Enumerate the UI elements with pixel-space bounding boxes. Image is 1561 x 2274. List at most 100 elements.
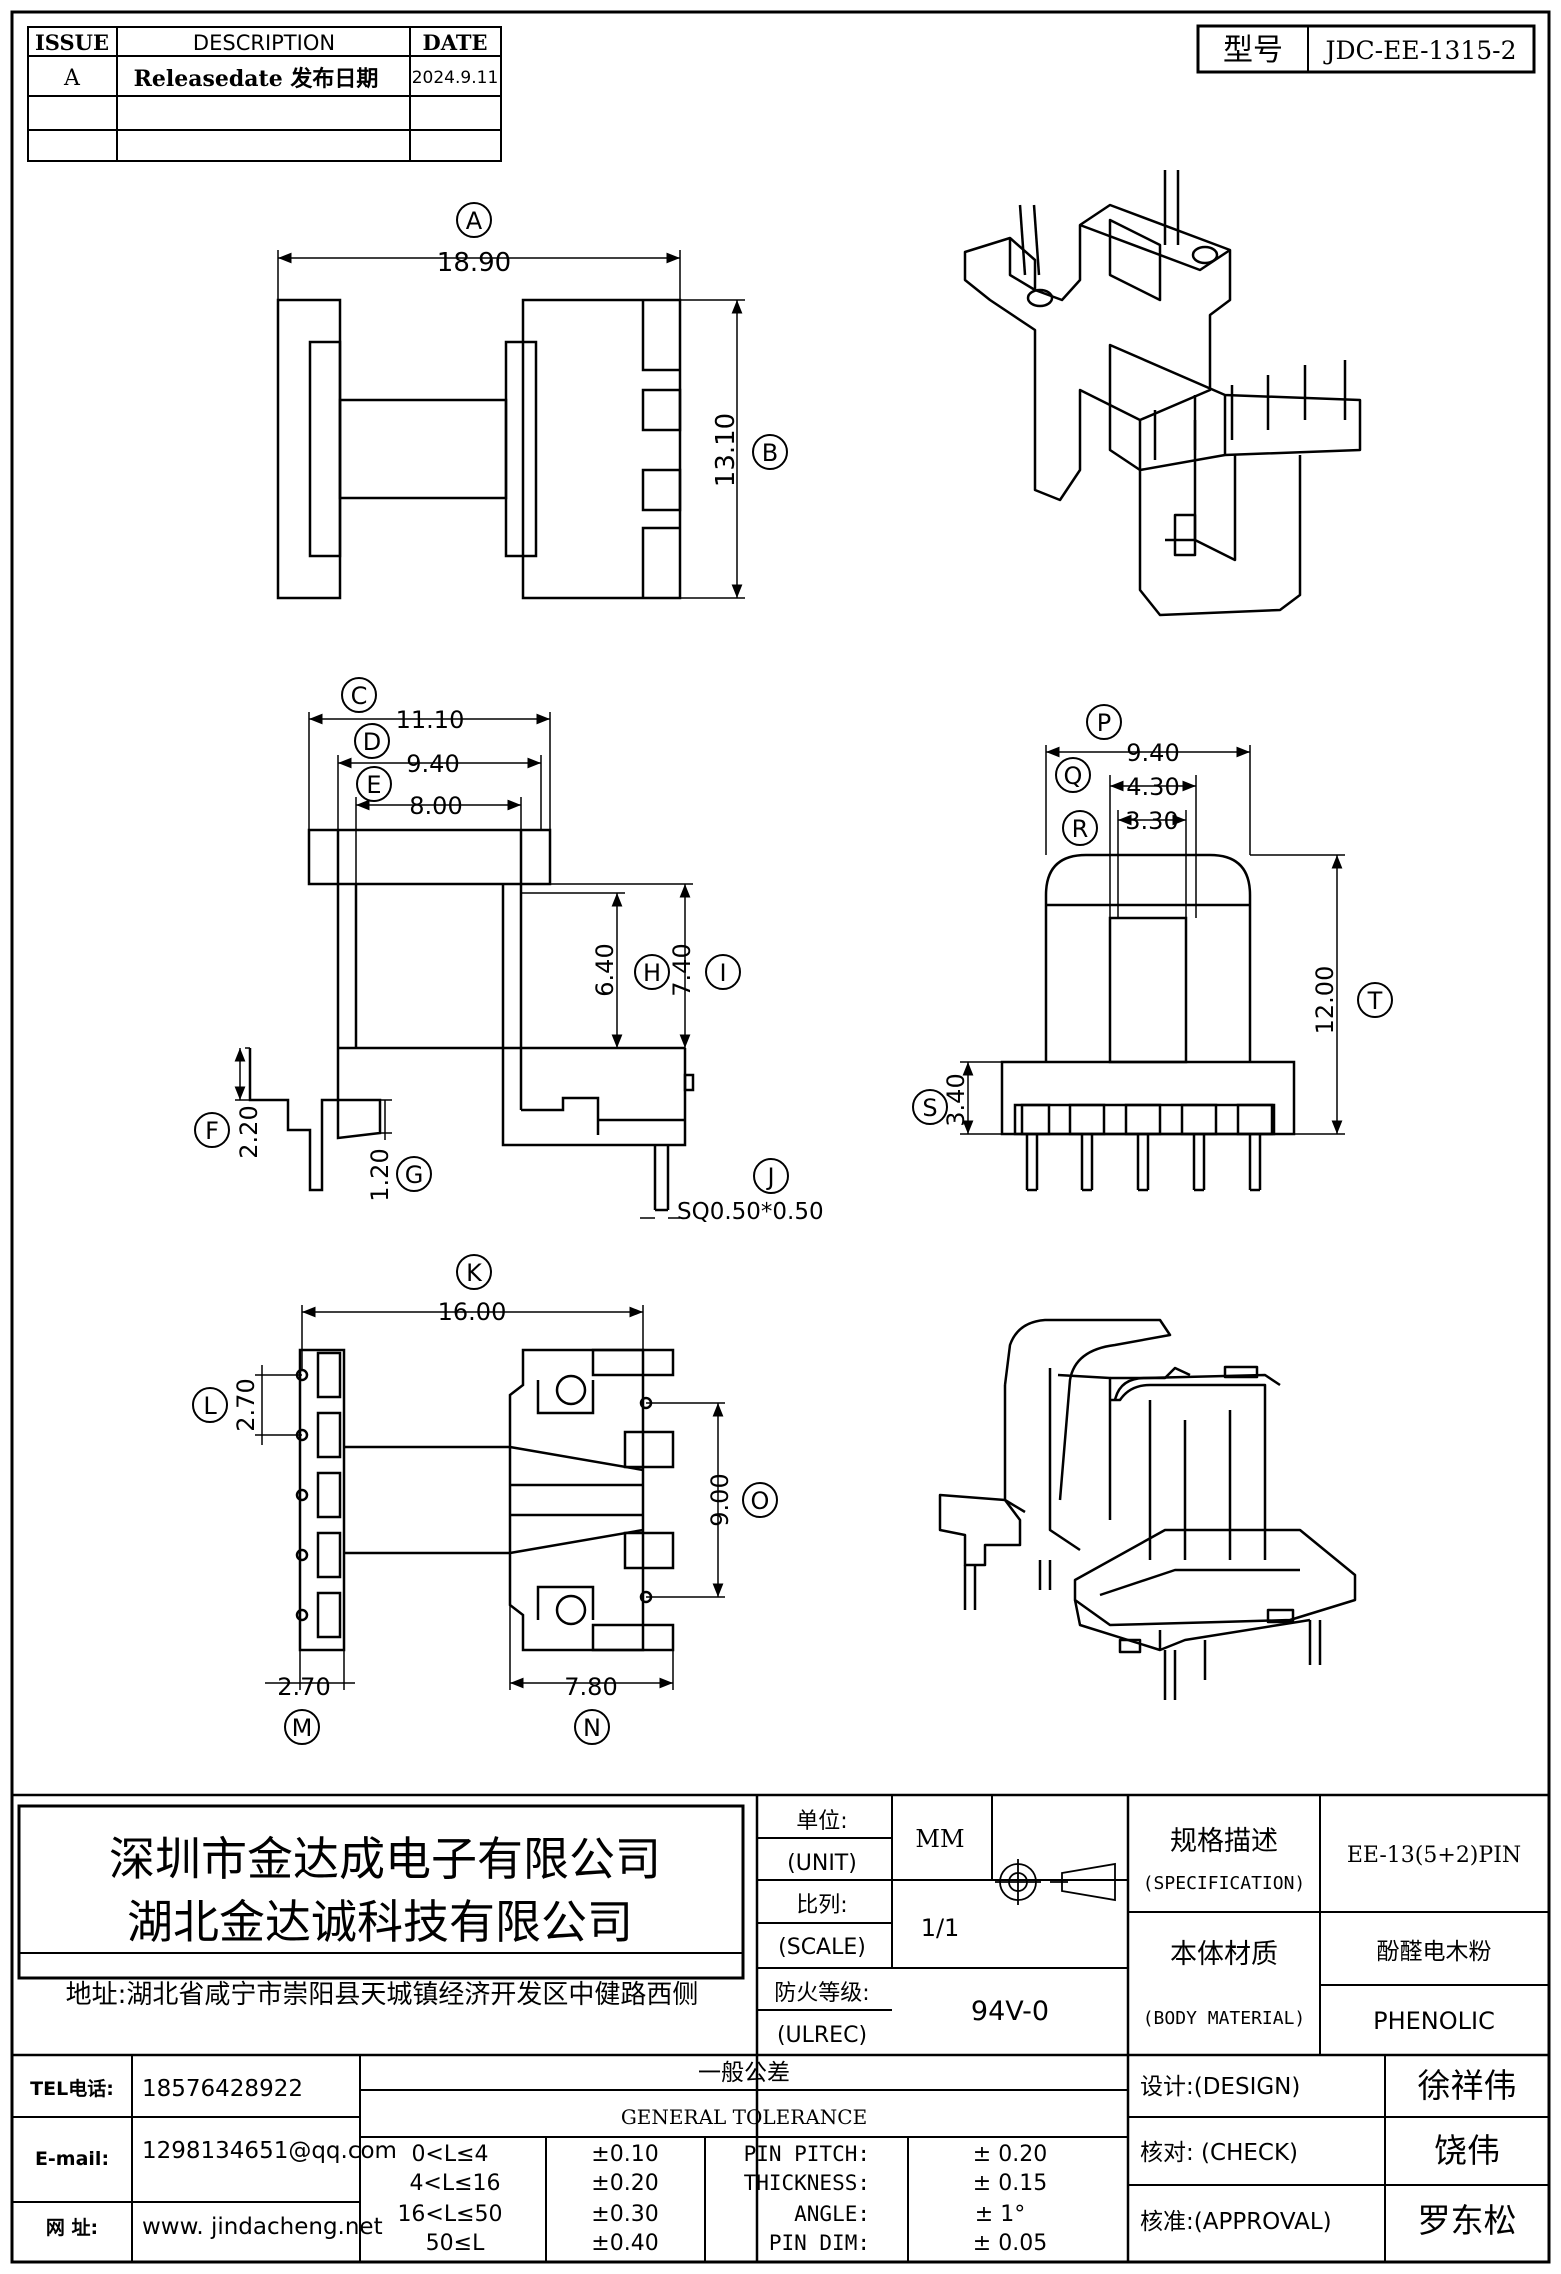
tol-spec-label: THICKNESS: — [744, 2171, 870, 2195]
dim-s-value: 3.40 — [942, 1073, 970, 1126]
tol-spec-value: ± 0.15 — [973, 2171, 1047, 2196]
model-box — [1196, 24, 1536, 74]
tol-value: ±0.30 — [591, 2202, 658, 2227]
email-label: E-mail: — [35, 2148, 109, 2170]
tol-range: 0<L≤4 — [411, 2142, 488, 2167]
balloon-c-letter: C — [351, 682, 368, 710]
scale-en: (SCALE) — [778, 1935, 866, 1960]
tol-spec-label: PIN DIM: — [769, 2231, 870, 2255]
spec-cn: 规格描述 — [1170, 1826, 1278, 1857]
balloon-k — [456, 1254, 492, 1290]
tol-spec-value: ± 0.05 — [973, 2231, 1047, 2256]
ulrec-cn: 防火等级: — [774, 1981, 869, 2006]
balloon-e — [356, 766, 392, 802]
balloon-l — [192, 1387, 228, 1423]
balloon-r-letter: R — [1072, 815, 1089, 843]
dim-t-value: 12.00 — [1311, 966, 1339, 1035]
web-label: 网 址: — [46, 2217, 98, 2239]
check-label: 核对: (CHECK) — [1140, 2140, 1298, 2166]
balloon-m-letter: M — [292, 1714, 313, 1742]
company-box — [17, 1804, 745, 1980]
balloon-i-letter: I — [719, 959, 726, 987]
model-value: JDC-EE-1315-2 — [1322, 36, 1516, 65]
front-view-dims — [960, 745, 1345, 1135]
signoff-grid — [1128, 2055, 1549, 2262]
rev-row-issue: A — [63, 66, 81, 91]
tol-range: 4<L≤16 — [409, 2171, 500, 2196]
dim-e-value: 8.00 — [409, 792, 462, 820]
iso-view-top — [963, 170, 1362, 617]
tolerance-grid — [360, 2089, 1128, 2262]
front-view-outline — [1000, 853, 1296, 1192]
dim-b-value: 13.10 — [711, 413, 741, 487]
rev-row-date: 2024.9.11 — [412, 68, 499, 88]
balloon-d — [354, 723, 390, 759]
balloon-h — [634, 954, 670, 990]
balloon-b — [752, 434, 788, 470]
side-view-outline — [248, 828, 695, 1212]
dim-d-value: 9.40 — [406, 750, 459, 778]
design-label: 设计:(DESIGN) — [1140, 2074, 1300, 2100]
tol-range: 50≤L — [426, 2231, 485, 2256]
balloon-m — [284, 1709, 320, 1745]
unit-en: (UNIT) — [787, 1851, 857, 1876]
dim-l-value: 2.70 — [232, 1378, 260, 1431]
tol-range: 16<L≤50 — [397, 2202, 502, 2227]
email-value: 1298134651@qq.com — [142, 2138, 397, 2164]
balloon-f-letter: F — [205, 1117, 219, 1145]
balloon-a-letter: A — [466, 207, 483, 235]
balloon-a — [456, 202, 492, 238]
check-name: 饶伟 — [1434, 2131, 1500, 2170]
tol-value: ±0.20 — [591, 2171, 658, 2196]
dim-p-value: 9.40 — [1126, 739, 1179, 767]
top-view-dims — [277, 250, 745, 599]
material-value-en: PHENOLIC — [1373, 2007, 1495, 2035]
balloon-o-letter: O — [751, 1487, 770, 1515]
spec-grid — [757, 1795, 1549, 2055]
tol-spec-value: ± 1° — [975, 2202, 1025, 2227]
balloon-t-letter: T — [1367, 987, 1383, 1015]
balloon-o — [742, 1482, 778, 1518]
material-value-cn: 酚醛电木粉 — [1377, 1939, 1492, 1965]
company-address: 地址:湖北省咸宁市崇阳县天城镇经济开发区中健路西侧 — [66, 1980, 699, 2010]
dim-r-value: 3.30 — [1125, 807, 1178, 835]
unit-cn: 单位: — [796, 1809, 847, 1834]
bottom-view-dims — [255, 1305, 725, 1690]
material-cn: 本体材质 — [1170, 1939, 1278, 1970]
tolerance-specs: PIN PITCH: ± 0.20 THICKNESS: ± 0.15 ANGL… — [744, 2142, 1048, 2256]
dim-c-value: 11.10 — [396, 706, 465, 734]
tol-spec-label: ANGLE: — [794, 2202, 870, 2226]
top-view-outline — [276, 298, 682, 600]
balloon-p-letter: P — [1097, 709, 1111, 737]
model-label: 型号 — [1223, 33, 1283, 68]
dim-a-value: 18.90 — [437, 248, 511, 278]
tol-spec-value: ± 0.20 — [973, 2142, 1047, 2167]
approval-label: 核准:(APPROVAL) — [1140, 2209, 1332, 2235]
tolerance-title-en: GENERAL TOLERANCE — [621, 2105, 867, 2129]
balloon-q — [1055, 757, 1091, 793]
ulrec-en: (ULREC) — [777, 2023, 867, 2048]
title-block-grid — [12, 1793, 1549, 2262]
dim-h-value: 6.40 — [591, 943, 619, 996]
tel-label: TEL电话: — [30, 2077, 114, 2100]
dim-i-value: 7.40 — [668, 943, 696, 996]
projection-symbol-icon — [995, 1859, 1116, 1905]
ulrec-value: 94V-0 — [971, 1996, 1049, 2027]
balloon-c — [341, 677, 377, 713]
design-name: 徐祥伟 — [1418, 2066, 1517, 2105]
approval-name: 罗东松 — [1418, 2201, 1517, 2240]
front-pins — [1013, 1103, 1274, 1192]
web-value: www. jindacheng.net — [142, 2214, 383, 2240]
tolerance-title-cn: 一般公差 — [698, 2060, 790, 2086]
balloon-l-letter: L — [203, 1392, 217, 1420]
balloon-n — [574, 1709, 610, 1745]
balloon-q-letter: Q — [1064, 762, 1083, 790]
balloon-d-letter: D — [363, 728, 381, 756]
tol-value: ±0.40 — [591, 2231, 658, 2256]
balloon-j — [753, 1158, 789, 1194]
dim-g-value: 1.20 — [366, 1148, 394, 1201]
balloon-g-letter: G — [405, 1161, 424, 1189]
dim-f-value: 2.20 — [235, 1105, 263, 1158]
balloon-r — [1062, 810, 1098, 846]
revision-table — [27, 26, 502, 162]
